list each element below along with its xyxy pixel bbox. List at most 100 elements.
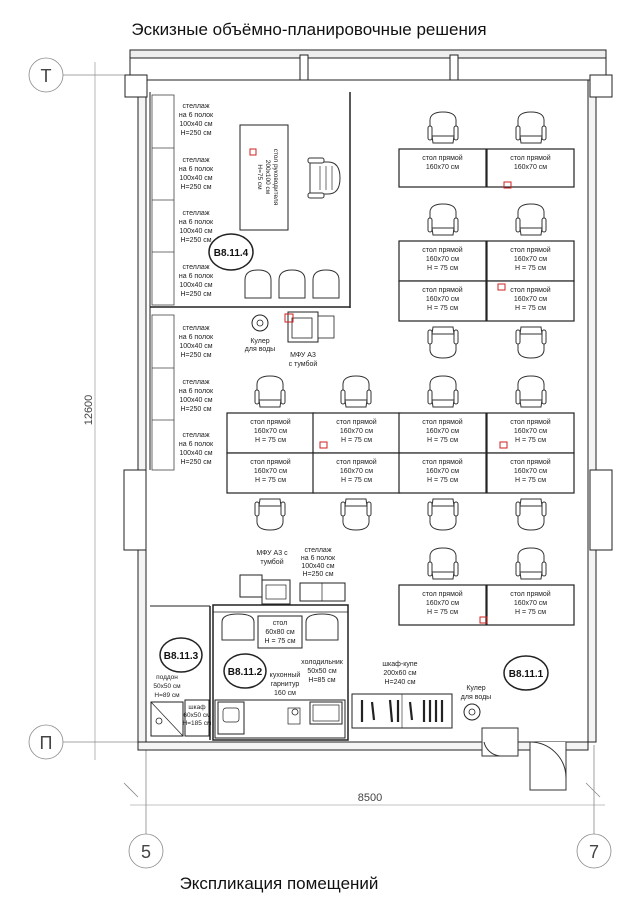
desk-label: 160х70 см xyxy=(254,468,287,475)
desk: стол прямой 160х70 см xyxy=(486,148,575,189)
svg-text:кухонный: кухонный xyxy=(270,671,301,679)
svg-text:Н=250 см: Н=250 см xyxy=(180,459,211,466)
svg-text:200х60 см: 200х60 см xyxy=(383,670,416,677)
desk-label: Н = 75 см xyxy=(427,609,458,616)
desk-label: стол прямой xyxy=(510,286,550,294)
svg-text:Кулер: Кулер xyxy=(466,685,485,692)
socket-marker xyxy=(497,283,506,291)
shelf-column xyxy=(151,94,175,471)
svg-text:60х50 см: 60х50 см xyxy=(183,712,211,719)
office-chair xyxy=(515,203,547,236)
desk-label: стол прямой xyxy=(510,154,550,162)
office-chair xyxy=(340,498,372,531)
svg-text:стеллаж: стеллаж xyxy=(182,379,209,386)
svg-text:200х100 см: 200х100 см xyxy=(264,160,271,195)
svg-text:стеллаж: стеллаж xyxy=(182,103,209,110)
svg-text:стеллаж: стеллаж xyxy=(304,547,331,554)
office-chair xyxy=(427,326,459,359)
svg-text:с тумбой: с тумбой xyxy=(289,360,318,368)
desk-label: стол прямой xyxy=(250,418,290,426)
desk-label: стол прямой xyxy=(422,590,462,598)
room-label-b8-11-3: В8.11.3 xyxy=(159,637,203,673)
desk-label: 160х70 см xyxy=(426,468,459,475)
office-chair xyxy=(427,498,459,531)
svg-text:Н=250 см: Н=250 см xyxy=(180,352,211,359)
svg-text:на 6 полок: на 6 полок xyxy=(179,388,214,395)
svg-text:Н=250 см: Н=250 см xyxy=(180,237,211,244)
svg-text:на 6 полок: на 6 полок xyxy=(179,273,214,280)
room-b8-11-4 xyxy=(149,92,351,470)
dimension-width: 8500 xyxy=(358,792,382,804)
explication-title: Экспликация помещений xyxy=(179,874,379,893)
desk-label: 160х70 см xyxy=(514,164,547,171)
outer-walls xyxy=(123,49,613,751)
shelf-2: стеллаж на 6 полок 100х40 см Н=250 см xyxy=(299,547,346,602)
office-chair xyxy=(515,375,547,408)
kitchen-unit: кухонный гарнитур 160 см xyxy=(214,671,346,739)
svg-text:стол руководителя: стол руководителя xyxy=(272,149,279,206)
desk-label: стол прямой xyxy=(510,418,550,426)
desk-label: 160х70 см xyxy=(426,600,459,607)
svg-text:60х80 см: 60х80 см xyxy=(265,629,295,636)
small-table: стол 60х80 см Н = 75 см xyxy=(221,613,339,649)
svg-text:В8.11.2: В8.11.2 xyxy=(228,667,263,678)
desk: стол прямой 160х70 см xyxy=(398,148,487,188)
room-label-b8-11-1: В8.11.1 xyxy=(503,655,549,691)
desk-label: Н = 75 см xyxy=(427,477,458,484)
desk-label: стол прямой xyxy=(422,154,462,162)
office-chair xyxy=(427,547,459,580)
office-chair xyxy=(515,111,547,144)
desk-label: Н = 75 см xyxy=(341,477,372,484)
svg-text:В8.11.4: В8.11.4 xyxy=(214,248,249,259)
svg-text:стеллаж: стеллаж xyxy=(182,157,209,164)
desk-label: стол прямой xyxy=(422,246,462,254)
svg-text:В8.11.1: В8.11.1 xyxy=(509,669,544,680)
svg-text:Н=250 см: Н=250 см xyxy=(180,406,211,413)
cabinet: шкаф 60х50 см Н=185 см xyxy=(183,699,212,737)
socket-marker xyxy=(503,181,512,189)
desk-label: стол прямой xyxy=(250,458,290,466)
shower-tray: поддон 50х50 см Н=89 см xyxy=(150,674,184,737)
mfu-printer-1: МФУ А3 с тумбой xyxy=(284,311,335,368)
desk-label: 160х70 см xyxy=(514,256,547,263)
desk-label: 160х70 см xyxy=(426,256,459,263)
svg-text:Н=89 см: Н=89 см xyxy=(154,692,180,699)
desk-label: Н = 75 см xyxy=(255,437,286,444)
axis-label-7: 7 xyxy=(589,842,599,862)
office-chair xyxy=(515,326,547,359)
svg-text:на 6 полок: на 6 полок xyxy=(301,555,336,562)
desk-label: Н = 75 см xyxy=(427,437,458,444)
desk-label: Н = 75 см xyxy=(427,305,458,312)
svg-text:100х40 см: 100х40 см xyxy=(179,397,212,404)
room-label-b8-11-4: В8.11.4 xyxy=(208,233,254,271)
wardrobe: шкаф-купе 200х60 см Н=240 см xyxy=(351,661,453,729)
mfu-printer-2: МФУ А3 с тумбой xyxy=(239,550,291,605)
desk-label: Н = 75 см xyxy=(515,265,546,272)
desk-label: Н = 75 см xyxy=(515,437,546,444)
svg-text:на 6 полок: на 6 полок xyxy=(179,219,214,226)
desk-label: Н = 75 см xyxy=(515,477,546,484)
entry-door[interactable] xyxy=(481,727,567,791)
desk-label: стол прямой xyxy=(336,458,376,466)
svg-text:Н=250 см: Н=250 см xyxy=(180,130,211,137)
svg-text:стол: стол xyxy=(273,620,287,627)
svg-text:Н=240 см: Н=240 см xyxy=(384,679,415,686)
svg-text:МФУ А3: МФУ А3 xyxy=(290,352,316,359)
desk-label: 160х70 см xyxy=(426,164,459,171)
